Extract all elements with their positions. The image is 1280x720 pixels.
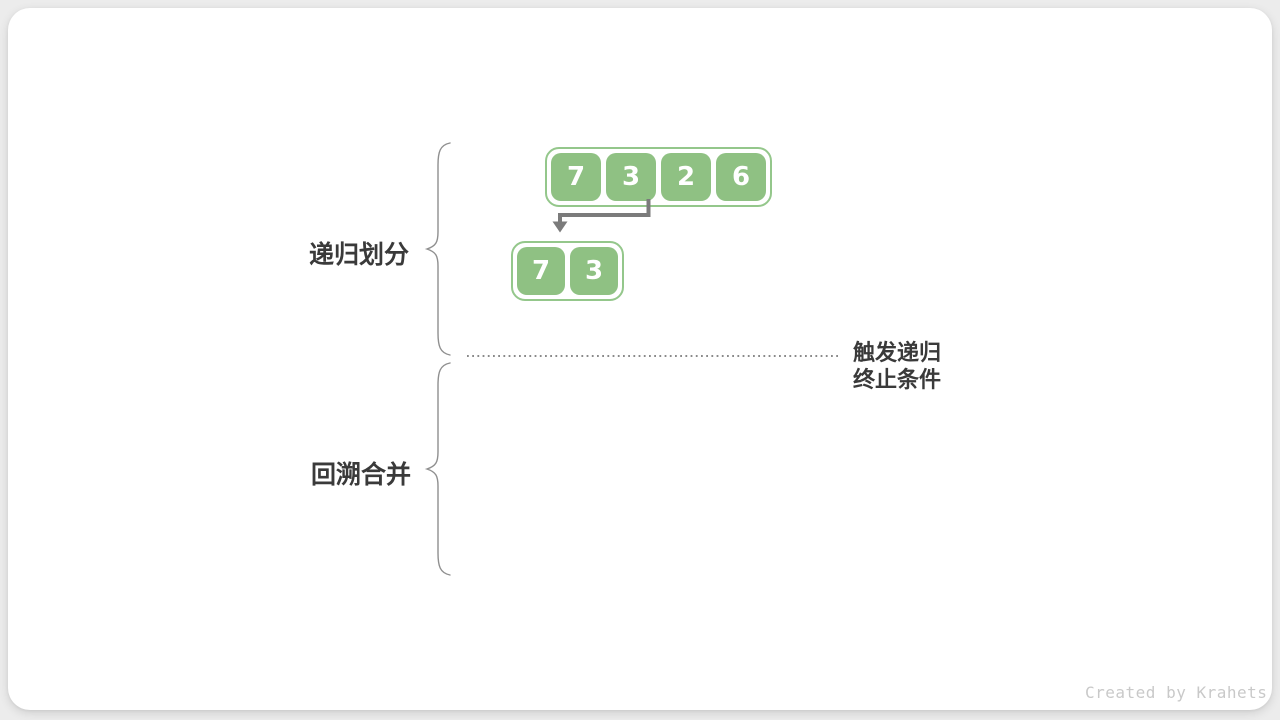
array-cell: 3 xyxy=(606,153,656,201)
array-cell: 7 xyxy=(551,153,601,201)
array-cell: 7 xyxy=(517,247,565,295)
boundary-note-line1: 触发递归 xyxy=(853,340,942,365)
watermark: Created by Krahets xyxy=(1085,683,1268,702)
phase-label-divide: 递归划分 xyxy=(309,241,410,269)
boundary-note: 触发递归 终止条件 xyxy=(853,339,941,393)
boundary-note-line2: 终止条件 xyxy=(853,367,942,392)
array-cell: 3 xyxy=(570,247,618,295)
array-level0: 7 3 2 6 xyxy=(545,147,772,207)
phase-label-merge: 回溯合并 xyxy=(311,461,412,489)
array-cell: 2 xyxy=(661,153,711,201)
array-cell: 6 xyxy=(716,153,766,201)
diagram-card: 7 3 2 6 7 3 递归划分 回溯合并 触发递归 终止条件 Created … xyxy=(8,8,1272,710)
array-level1: 7 3 xyxy=(511,241,624,301)
